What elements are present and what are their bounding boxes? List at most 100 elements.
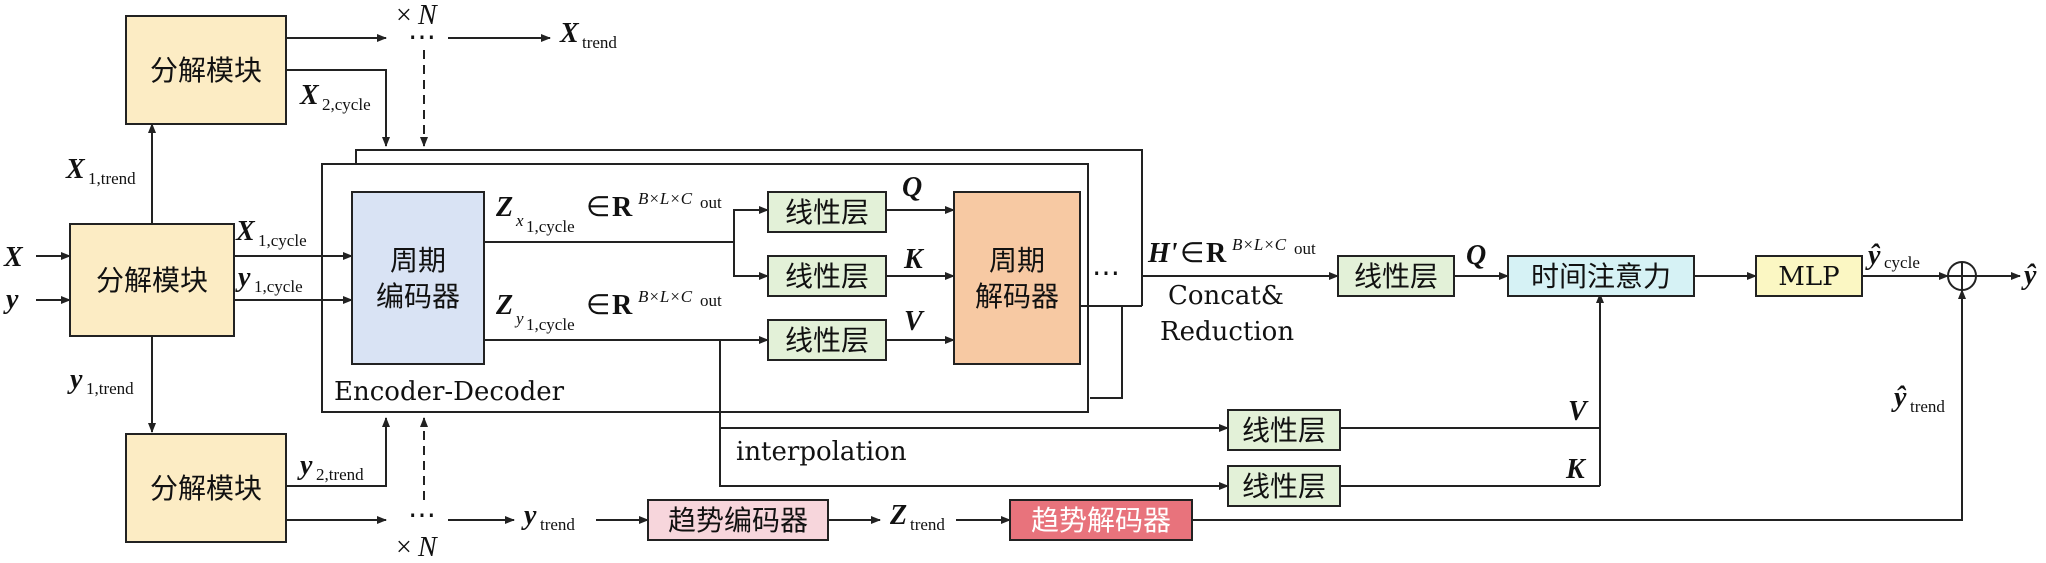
cycle-decoder: 周期 解码器: [953, 191, 1081, 365]
trend-encoder: 趋势编码器: [647, 499, 829, 541]
k2-label: K: [1565, 454, 1587, 485]
encoder-decoder-label: Encoder-Decoder: [334, 377, 565, 407]
y2-trend-symbol: y: [297, 450, 313, 481]
linear-k-label: 线性层: [785, 260, 869, 293]
decomp-block-mid-label: 分解模块: [96, 264, 208, 297]
interpolation-label: interpolation: [736, 437, 907, 467]
zx-R: R: [612, 192, 633, 223]
q-label: Q: [902, 172, 922, 203]
input-y-symbol: y: [3, 284, 19, 315]
cycle-decoder-line2: 解码器: [975, 280, 1059, 313]
x2-cycle-sub: 2,cycle: [322, 95, 371, 114]
temporal-attention-label: 时间注意力: [1531, 260, 1671, 293]
linear-q-box: [767, 191, 887, 233]
zx-dims: B×L×C: [638, 189, 693, 208]
y-trend-sub: trend: [540, 515, 575, 534]
connections: [36, 34, 2021, 524]
zx-dims-out: out: [700, 193, 722, 212]
temporal-attention: 时间注意力: [1507, 255, 1695, 297]
y-hat-trend-symbol: ŷ: [1891, 382, 1907, 413]
y-hat-output: ŷ: [2021, 260, 2037, 291]
h-prime-symbol: H': [1147, 238, 1178, 269]
trend-decoder-box: [1009, 499, 1193, 541]
h-R: R: [1206, 238, 1227, 269]
zy-sub-cycle: 1,cycle: [526, 315, 575, 334]
linear-q-label: 线性层: [785, 196, 869, 229]
linear-v: 线性层: [767, 319, 887, 361]
zx-symbol: Z: [495, 192, 513, 223]
x-trend-symbol: X: [559, 18, 580, 49]
concat-label: Concat&: [1168, 281, 1284, 311]
zy-dims: B×L×C: [638, 287, 693, 306]
y-hat-cycle-symbol: ŷ: [1865, 240, 1881, 271]
v-label: V: [904, 306, 925, 337]
linear-k: 线性层: [767, 255, 887, 297]
linear-v-box: [767, 319, 887, 361]
x1-cycle-symbol: X: [235, 216, 256, 247]
linear-out-label: 线性层: [1354, 260, 1438, 293]
add-operator: [1947, 261, 1977, 291]
h-dims-out: out: [1294, 239, 1316, 258]
encoder-decoder-frame: [321, 163, 1089, 413]
linear-v-label: 线性层: [785, 324, 869, 357]
linear-out: 线性层: [1337, 255, 1455, 297]
k-label: K: [903, 244, 925, 275]
zx-in: ∈: [586, 192, 610, 223]
temporal-attention-box: [1507, 255, 1695, 297]
repeat-n-top: N: [417, 0, 438, 31]
y-hat-cycle-sub: cycle: [1884, 253, 1920, 272]
y-trend-symbol: y: [521, 500, 537, 531]
zy-in: ∈: [586, 290, 610, 321]
x2-cycle-symbol: X: [299, 80, 320, 111]
mlp: MLP: [1755, 255, 1863, 297]
input-x-symbol: X: [3, 242, 24, 273]
ellipsis-decoder: ⋯: [1092, 258, 1120, 289]
cycle-encoder-line2: 编码器: [376, 280, 460, 313]
decomp-block-bottom-box: [125, 433, 287, 543]
linear-v2-box: [1227, 409, 1341, 451]
mlp-box: [1755, 255, 1863, 297]
linear-v2: 线性层: [1227, 409, 1341, 451]
v2-label: V: [1568, 396, 1589, 427]
reduction-label: Reduction: [1160, 317, 1294, 347]
ellipsis-bottom: ⋯: [408, 500, 436, 531]
zx-sub-cycle: 1,cycle: [526, 217, 575, 236]
repeat-n-bottom: N: [417, 532, 438, 563]
y1-trend-sub: 1,trend: [86, 379, 134, 398]
zy-R: R: [612, 290, 633, 321]
zy-dims-out: out: [700, 291, 722, 310]
decomp-block-mid: 分解模块: [69, 223, 235, 337]
repeat-times-bottom: ×: [396, 532, 412, 563]
decomp-block-top-box: [125, 15, 287, 125]
trend-encoder-label: 趋势编码器: [668, 504, 808, 537]
y2-trend-sub: 2,trend: [316, 465, 364, 484]
decomp-block-top: 分解模块: [125, 15, 287, 125]
zy-symbol: Z: [495, 290, 513, 321]
x1-trend-symbol: X: [65, 154, 86, 185]
linear-v2-label: 线性层: [1242, 414, 1326, 447]
decomp-block-bottom: 分解模块: [125, 433, 287, 543]
x1-cycle-sub: 1,cycle: [258, 231, 307, 250]
x1-trend-sub: 1,trend: [88, 169, 136, 188]
x-trend-sub: trend: [582, 33, 617, 52]
trend-encoder-box: [647, 499, 829, 541]
q2-label: Q: [1466, 240, 1486, 271]
linear-k2-label: 线性层: [1242, 470, 1326, 503]
cycle-encoder: 周期 编码器: [351, 191, 485, 365]
cycle-decoder-line1: 周期: [989, 244, 1045, 277]
h-in: ∈: [1180, 238, 1204, 269]
z-trend-symbol: Z: [889, 500, 907, 531]
trend-decoder: 趋势解码器: [1009, 499, 1193, 541]
y1-trend-symbol: y: [67, 364, 83, 395]
mlp-label: MLP: [1778, 262, 1839, 292]
linear-k2-box: [1227, 465, 1341, 507]
y1-cycle-symbol: y: [235, 262, 251, 293]
zy-sub-y: y: [514, 309, 524, 328]
cycle-encoder-line1: 周期: [390, 244, 446, 277]
decomp-block-bottom-label: 分解模块: [150, 472, 262, 505]
y-hat-trend-sub: trend: [1910, 397, 1945, 416]
decomp-block-top-label: 分解模块: [150, 54, 262, 87]
linear-out-box: [1337, 255, 1455, 297]
decomp-block-mid-box: [69, 223, 235, 337]
